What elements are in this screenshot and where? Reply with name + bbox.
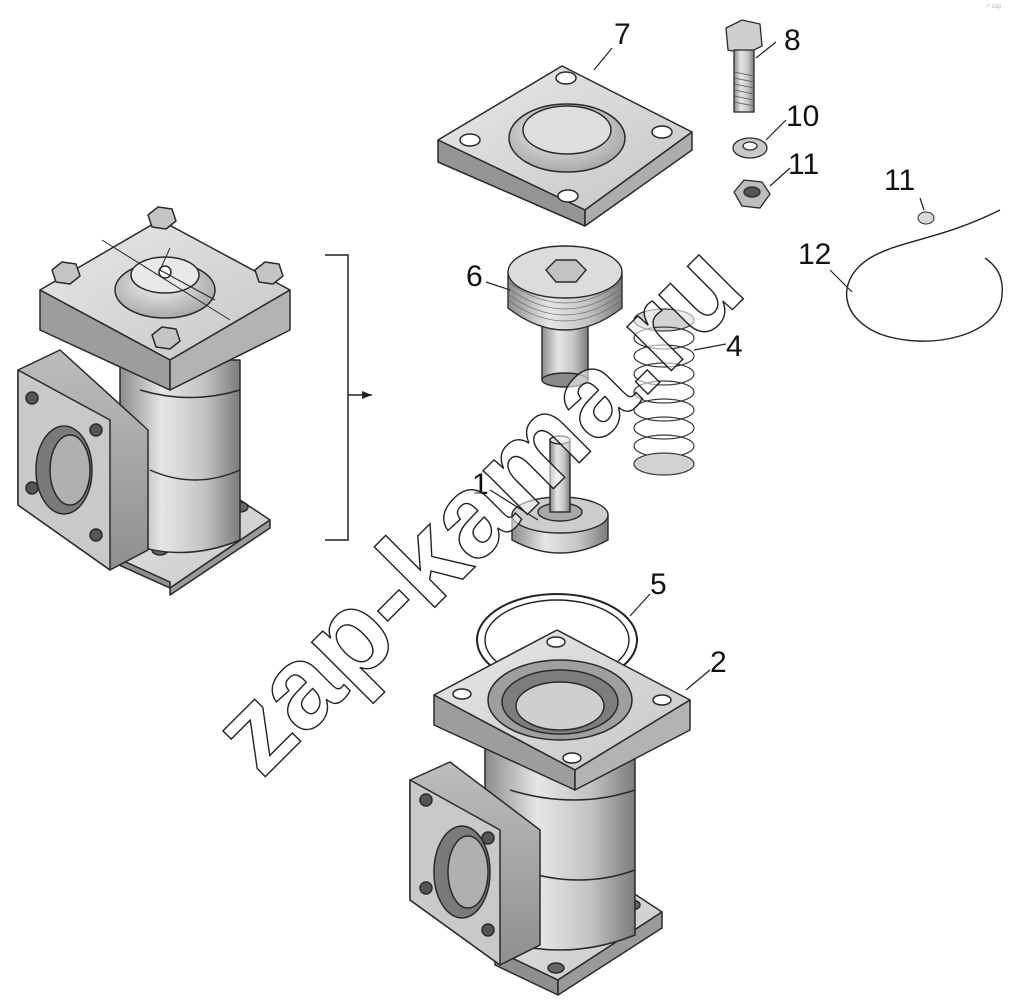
- callout-6: 6: [466, 260, 483, 293]
- corner-mark: ↗ zap: [985, 4, 1002, 10]
- callouts: 7 8 10 11 11 12 6 4 1 5 2: [466, 18, 915, 679]
- callout-12: 12: [798, 238, 831, 271]
- part-1-stem: [511, 435, 609, 554]
- part-10-washer: [732, 137, 768, 159]
- part-4-spring: [633, 308, 695, 476]
- callout-1: 1: [472, 468, 489, 501]
- callout-11b: 11: [884, 164, 915, 197]
- callout-4: 4: [726, 330, 743, 363]
- callout-2: 2: [710, 646, 727, 679]
- callout-7: 7: [614, 18, 631, 51]
- leader-lines: [485, 41, 925, 691]
- callout-8: 8: [784, 24, 801, 57]
- assembly-bracket: [325, 254, 372, 541]
- part-7-cover-plate: [437, 65, 693, 227]
- part-2-body: [409, 629, 691, 996]
- part-8-bolt: [725, 19, 763, 113]
- part-12-wire: [846, 209, 1003, 342]
- part-11-seal: [917, 211, 935, 225]
- part-6-plug: [507, 245, 623, 388]
- part-11-nut: [733, 179, 771, 209]
- callout-5: 5: [650, 568, 667, 601]
- callout-10: 10: [786, 100, 819, 133]
- assembled-valve: [17, 206, 291, 596]
- callout-11a: 11: [788, 148, 819, 181]
